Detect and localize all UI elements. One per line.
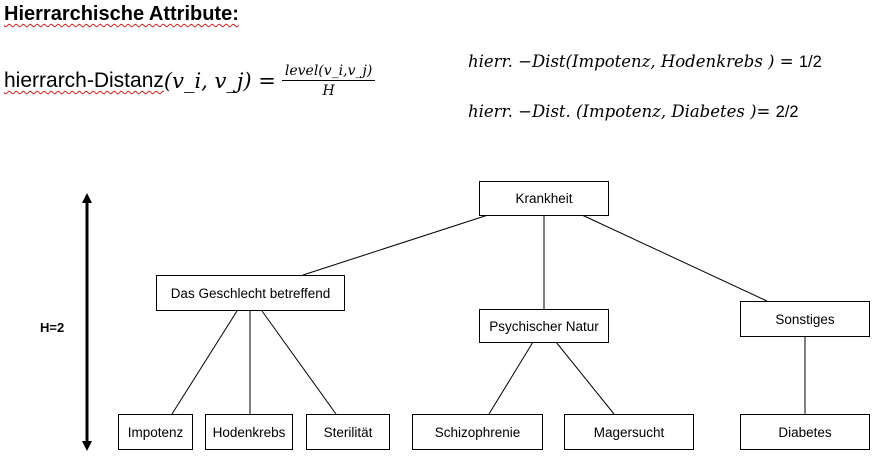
node-krankheit: Krankheit bbox=[479, 181, 609, 216]
formula-label: hierrarch-Distanz bbox=[4, 69, 164, 92]
formula-args: (v_i, v_j) = bbox=[163, 69, 276, 93]
node-sterilitaet: Sterilität bbox=[306, 414, 390, 450]
node-magersucht: Magersucht bbox=[564, 414, 694, 450]
node-diabetes: Diabetes bbox=[740, 414, 870, 450]
node-impotenz: Impotenz bbox=[118, 414, 193, 450]
example-2: hierr. −Dist. (Impotenz, Diabetes )= 2/2 bbox=[468, 102, 799, 122]
edge-geschlecht-sterilitaet bbox=[261, 310, 337, 415]
example-1-expr: hierr. −Dist(Impotenz, Hodenkrebs ) = bbox=[468, 52, 794, 71]
page-title: Hierrarchische Attribute: bbox=[4, 3, 239, 25]
edge-psychisch-magersucht bbox=[555, 341, 615, 415]
example-1-value: 1/2 bbox=[798, 53, 822, 71]
height-label: H=2 bbox=[40, 320, 65, 335]
node-das-geschlecht-betreffend: Das Geschlecht betreffend bbox=[156, 275, 345, 311]
example-2-expr: hierr. −Dist. (Impotenz, Diabetes )= bbox=[468, 102, 771, 121]
edge-psychisch-schizophrenie bbox=[488, 341, 534, 415]
formula-numerator: level(v_i,v_j) bbox=[281, 63, 376, 81]
formula-fraction: level(v_i,v_j) H bbox=[281, 63, 376, 99]
example-1: hierr. −Dist(Impotenz, Hodenkrebs ) = 1/… bbox=[468, 52, 822, 72]
node-psychischer-natur: Psychischer Natur bbox=[479, 309, 609, 343]
example-2-value: 2/2 bbox=[775, 103, 799, 121]
formula-denominator: H bbox=[322, 83, 335, 99]
node-sonstiges: Sonstiges bbox=[740, 301, 870, 337]
edge-root-sonstiges bbox=[581, 214, 768, 302]
edge-root-geschlecht bbox=[302, 214, 489, 276]
node-hodenkrebs: Hodenkrebs bbox=[205, 414, 293, 450]
distance-formula: hierrarch-Distanz (v_i, v_j) = level(v_i… bbox=[4, 56, 376, 106]
edge-geschlecht-impotenz bbox=[171, 310, 238, 415]
node-schizophrenie: Schizophrenie bbox=[412, 414, 543, 450]
